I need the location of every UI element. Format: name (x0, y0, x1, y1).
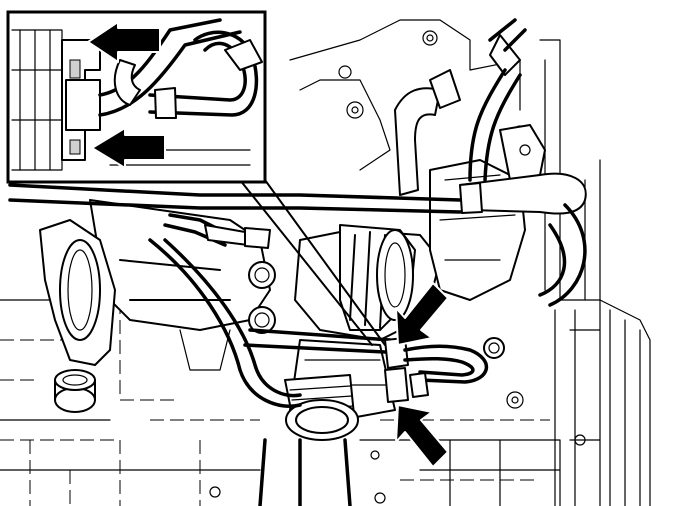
inset-arrow-upper (87, 21, 161, 63)
oil-cap (54, 369, 96, 413)
turbocharger (289, 224, 441, 421)
main-arrow-upper (395, 282, 449, 346)
compressor-outlet (258, 374, 359, 506)
connection-fittings (384, 337, 489, 403)
detail-inset (6, 10, 267, 184)
main-arrow-lower (395, 404, 449, 468)
inset-arrow-lower (91, 127, 166, 169)
exhaust-manifold (39, 199, 271, 371)
mounting-studs (248, 261, 505, 359)
coolant-pipes (8, 18, 587, 408)
